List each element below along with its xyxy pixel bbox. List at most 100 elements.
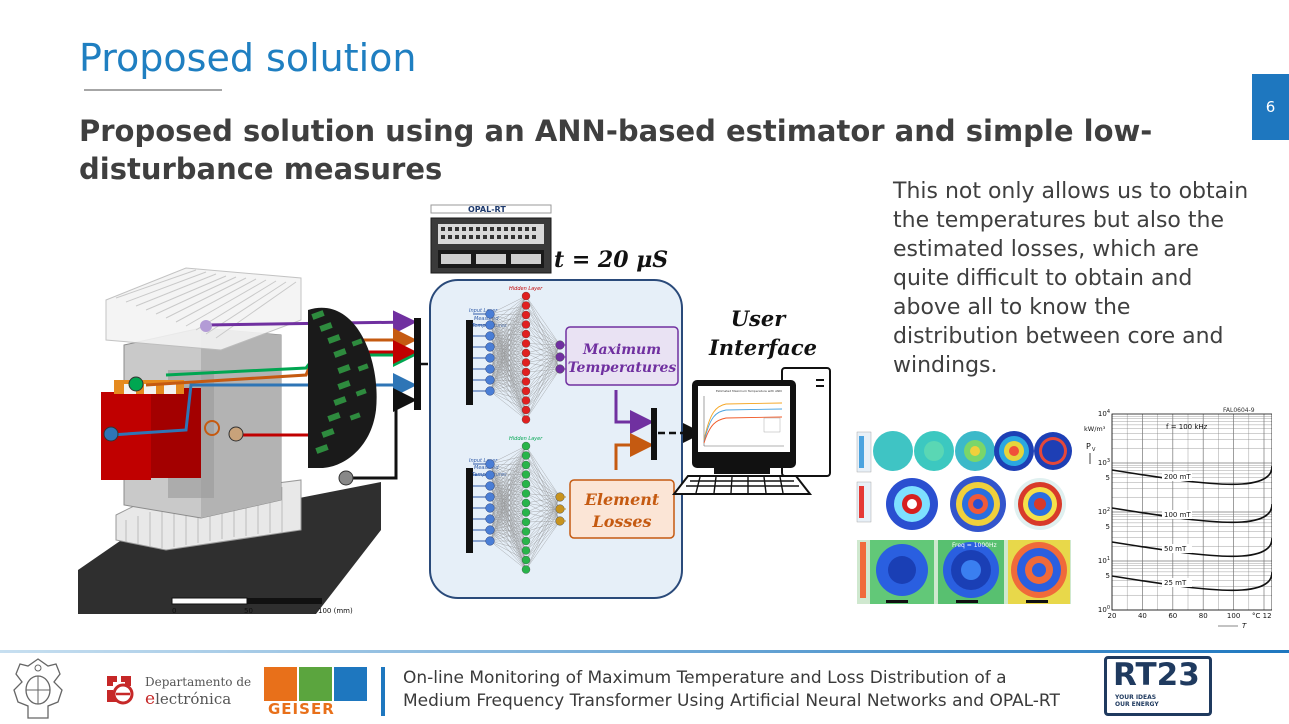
ann-hidden-node bbox=[521, 479, 531, 489]
graph-curve-label-bg bbox=[1162, 544, 1192, 553]
hidden-layer-label-lower: Hidden Layer bbox=[509, 436, 543, 442]
graph-curve bbox=[1111, 537, 1272, 558]
page-number-badge: 6 bbox=[1252, 74, 1289, 140]
footer-title-line1: On-line Monitoring of Maximum Temperatur… bbox=[403, 668, 1007, 688]
graph-y-tick-exponent: 4 bbox=[1107, 409, 1110, 415]
graph-x-tick: 20 bbox=[1108, 612, 1117, 620]
scale-label-100: 100 (mm) bbox=[318, 607, 353, 615]
footer-separator bbox=[381, 667, 385, 716]
ann-hidden-node bbox=[521, 536, 531, 546]
graph-y-tick: 104 bbox=[1098, 409, 1110, 418]
ann-lower-network: Hidden Layer Input Layer Measured Temper… bbox=[466, 436, 566, 574]
input-layer-label-lower: Input Layer bbox=[469, 458, 498, 464]
graph-y-tick-exponent: 2 bbox=[1107, 507, 1110, 513]
ann-hidden-node bbox=[521, 405, 531, 415]
ann-output-node bbox=[555, 364, 565, 374]
description-text: This not only allows us to obtain the te… bbox=[893, 179, 1249, 378]
screen-chart-title: Estimated Maximum Temperature with ANN bbox=[716, 389, 782, 393]
input-layer-label-upper: Input Layer bbox=[469, 308, 498, 314]
ann-input-node bbox=[485, 331, 495, 341]
ann-hidden-node bbox=[521, 508, 531, 517]
ann-input-node bbox=[485, 459, 495, 469]
ann-hidden-node bbox=[521, 555, 531, 565]
ann-hidden-node bbox=[521, 329, 531, 339]
loss-map-row bbox=[856, 476, 1066, 532]
graph-x-symbol: T bbox=[1242, 622, 1247, 630]
field-map-row: Freq = 1000Hz bbox=[857, 540, 1071, 604]
geiser-tile-green bbox=[299, 667, 332, 701]
graph-y-tick: 100 bbox=[1098, 605, 1110, 614]
slide-title: Proposed solution bbox=[79, 36, 417, 80]
geiser-label: GEISER bbox=[268, 700, 335, 718]
ann-input-node bbox=[485, 342, 495, 352]
graph-curve-label: 25 mT bbox=[1164, 579, 1187, 587]
scale-bar: 0 50 100 (mm) bbox=[171, 597, 353, 615]
graph-y-tick-exponent: 3 bbox=[1107, 458, 1110, 464]
graph-x-tick: 60 bbox=[1168, 612, 1177, 620]
graph-x-tick: 40 bbox=[1138, 612, 1147, 620]
max-temp-line2: Temperatures bbox=[568, 360, 677, 376]
ann-hidden-node bbox=[521, 527, 531, 536]
slide-subtitle: Proposed solution using an ANN-based est… bbox=[79, 114, 1153, 186]
ann-hidden-node bbox=[521, 348, 531, 358]
ann-output-node bbox=[555, 340, 565, 350]
computer-icon: Estimated Maximum Temperature with ANN bbox=[671, 367, 831, 495]
ann-upper-network: Hidden Layer Input Layer Measured Temper… bbox=[466, 286, 566, 424]
footer-title-line2: Medium Frequency Transformer Using Artif… bbox=[403, 691, 1060, 711]
graph-y-symbol: P bbox=[1086, 442, 1091, 451]
graph-curve bbox=[1111, 571, 1272, 592]
ann-output-node bbox=[555, 492, 565, 502]
ann-hidden-node bbox=[521, 546, 531, 555]
losses-line2: Losses bbox=[591, 512, 651, 531]
ann-input-node bbox=[485, 375, 495, 385]
graph-y-tick-exponent: 0 bbox=[1107, 605, 1110, 611]
ann-hidden-node bbox=[521, 367, 531, 377]
ann-input-node bbox=[485, 492, 495, 502]
max-temperatures-box bbox=[565, 326, 679, 386]
graph-x-tick: 100 bbox=[1227, 612, 1240, 620]
ann-hidden-node bbox=[521, 386, 531, 396]
graph-curve-label-bg bbox=[1162, 472, 1192, 481]
title-underline bbox=[84, 89, 222, 91]
rt23-tagline-1: YOUR IDEAS bbox=[1115, 694, 1157, 701]
ann-hidden-node bbox=[521, 291, 531, 301]
graph-y-tick: 103 bbox=[1098, 458, 1110, 467]
user-label: User bbox=[731, 306, 787, 331]
timestep-label: t = 20 μS bbox=[554, 247, 668, 273]
ann-input-node bbox=[485, 514, 495, 524]
ann-hidden-node bbox=[521, 377, 531, 386]
ann-input-node bbox=[485, 525, 495, 535]
geiser-tile-orange bbox=[264, 667, 297, 701]
ann-output-node bbox=[555, 504, 565, 514]
scale-label-0: 0 bbox=[172, 607, 176, 615]
rt23-tagline-2: OUR ENERGY bbox=[1115, 701, 1159, 708]
graph-curve-label: 50 mT bbox=[1164, 545, 1187, 553]
graph-y-tick: 102 bbox=[1098, 507, 1110, 516]
ann-hidden-node bbox=[521, 489, 531, 498]
max-temp-line1: Maximum bbox=[582, 342, 661, 358]
footer-paper-title: On-line Monitoring of Maximum Temperatur… bbox=[403, 667, 1103, 713]
ann-hidden-node bbox=[521, 565, 531, 574]
graph-curve-label-bg bbox=[1162, 510, 1192, 519]
footer-divider bbox=[0, 650, 1289, 653]
simulation-maps: Freq = 1000Hz bbox=[856, 430, 1072, 606]
ann-input-node bbox=[485, 364, 495, 374]
ann-hidden-node bbox=[521, 339, 531, 348]
graph-curve-label: 100 mT bbox=[1164, 511, 1191, 519]
ann-input-node bbox=[485, 536, 495, 546]
measured-label-upper: Measured bbox=[474, 316, 499, 322]
ann-input-node bbox=[485, 386, 495, 396]
rt23-text: RT23 bbox=[1113, 657, 1200, 693]
interface-label: Interface bbox=[708, 335, 817, 360]
dept-line2-wrap: electrónica bbox=[145, 689, 231, 709]
ann-input-node bbox=[485, 309, 495, 319]
dept-line2: lectrónica bbox=[155, 690, 232, 708]
ann-hidden-node bbox=[521, 498, 531, 508]
ann-hidden-node bbox=[521, 301, 531, 310]
graph-y-subscript: V bbox=[1092, 447, 1096, 453]
graph-curve-label: 200 mT bbox=[1164, 473, 1191, 481]
ann-input-node bbox=[485, 470, 495, 480]
graph-y-unit: kW/m³ bbox=[1084, 425, 1106, 433]
dept-line1: Departamento de bbox=[145, 675, 252, 689]
